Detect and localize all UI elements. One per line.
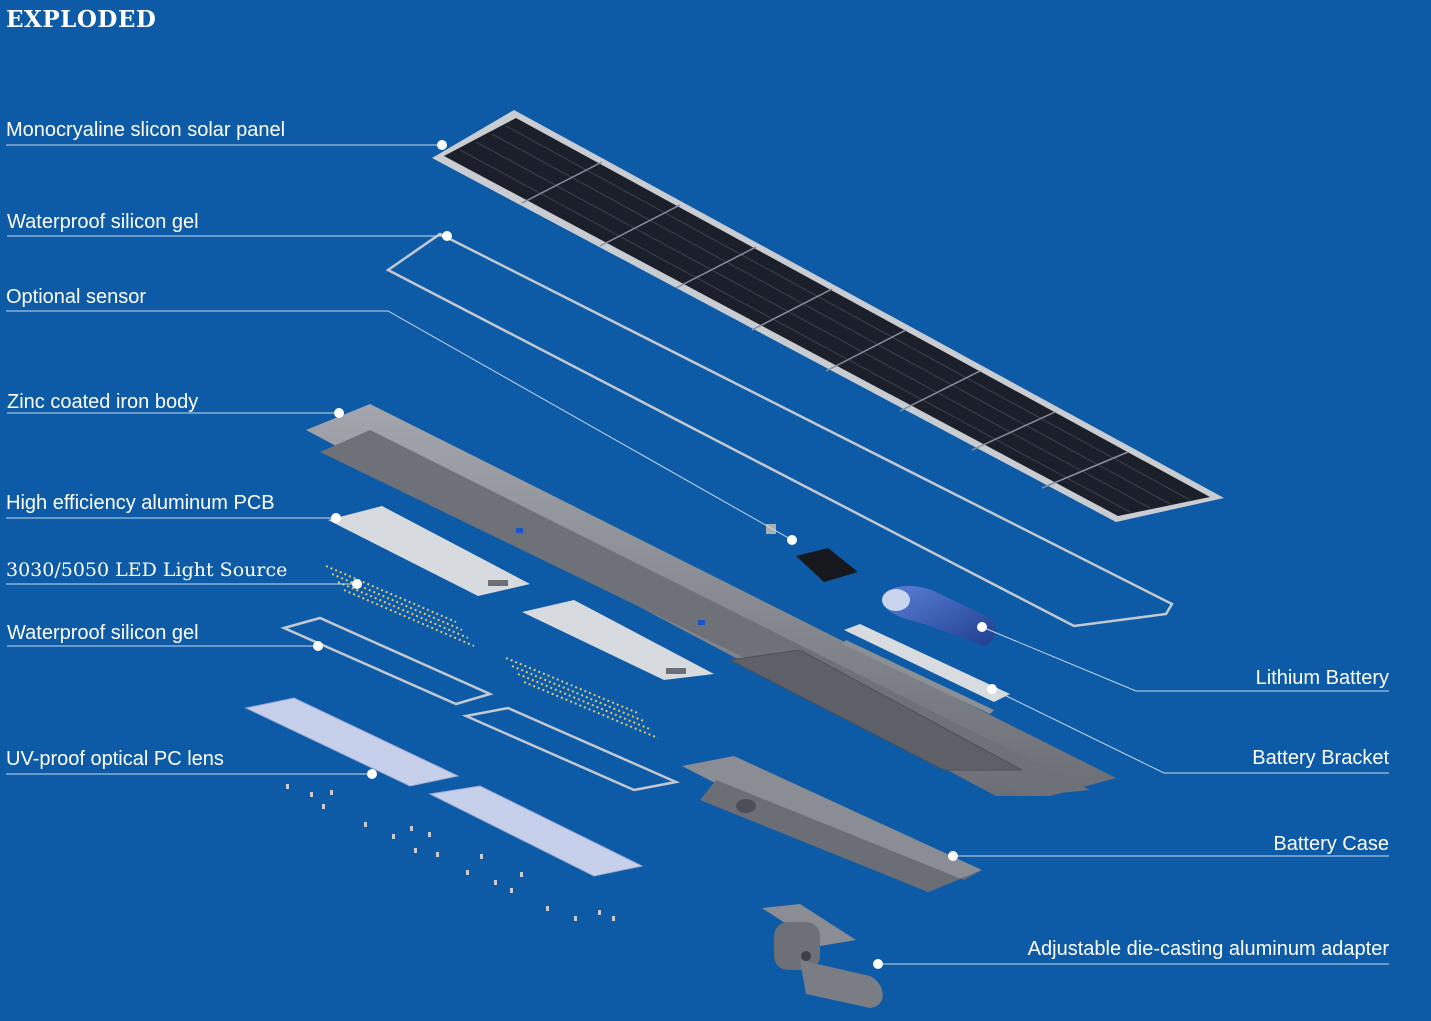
label-iron-body: Zinc coated iron body bbox=[7, 391, 199, 413]
label-optional-sensor: Optional sensor bbox=[6, 286, 147, 308]
label-battery-bracket: Battery Bracket bbox=[1252, 747, 1389, 769]
lithium-battery bbox=[882, 585, 996, 646]
pc-lens bbox=[244, 697, 644, 877]
leader-lines bbox=[6, 144, 1389, 965]
solar-panel bbox=[432, 110, 1224, 522]
iron-body bbox=[306, 404, 1116, 796]
label-silicon-gel-top: Waterproof silicon gel bbox=[7, 211, 199, 233]
aluminum-adapter bbox=[762, 904, 883, 1008]
label-pc-lens: UV-proof optical PC lens bbox=[6, 748, 224, 770]
silicon-gel-frame-top bbox=[385, 232, 1174, 628]
label-aluminum-pcb: High efficiency aluminum PCB bbox=[6, 492, 275, 514]
screws bbox=[286, 784, 615, 921]
silicon-gel-frame-bottom-2 bbox=[461, 706, 681, 792]
label-battery-case: Battery Case bbox=[1273, 833, 1389, 855]
diagram-title: EXPLODED bbox=[6, 6, 157, 33]
aluminum-pcb-2 bbox=[522, 600, 714, 680]
battery-case bbox=[682, 756, 982, 892]
aluminum-pcb bbox=[328, 506, 530, 596]
silicon-gel-frame-bottom bbox=[280, 616, 494, 706]
label-solar-panel: Monocryaline slicon solar panel bbox=[6, 119, 286, 141]
leader-dots bbox=[313, 140, 997, 969]
led-array-2 bbox=[505, 657, 659, 739]
label-adapter: Adjustable die-casting aluminum adapter bbox=[1027, 938, 1389, 960]
label-silicon-gel-bottom: Waterproof silicon gel bbox=[7, 622, 199, 644]
battery-bracket bbox=[842, 624, 1010, 714]
led-array-1 bbox=[325, 565, 475, 647]
label-led-source: 3030/5050 LED Light Source bbox=[6, 559, 288, 581]
label-lithium-battery: Lithium Battery bbox=[1255, 667, 1389, 689]
optional-sensor bbox=[766, 524, 858, 582]
